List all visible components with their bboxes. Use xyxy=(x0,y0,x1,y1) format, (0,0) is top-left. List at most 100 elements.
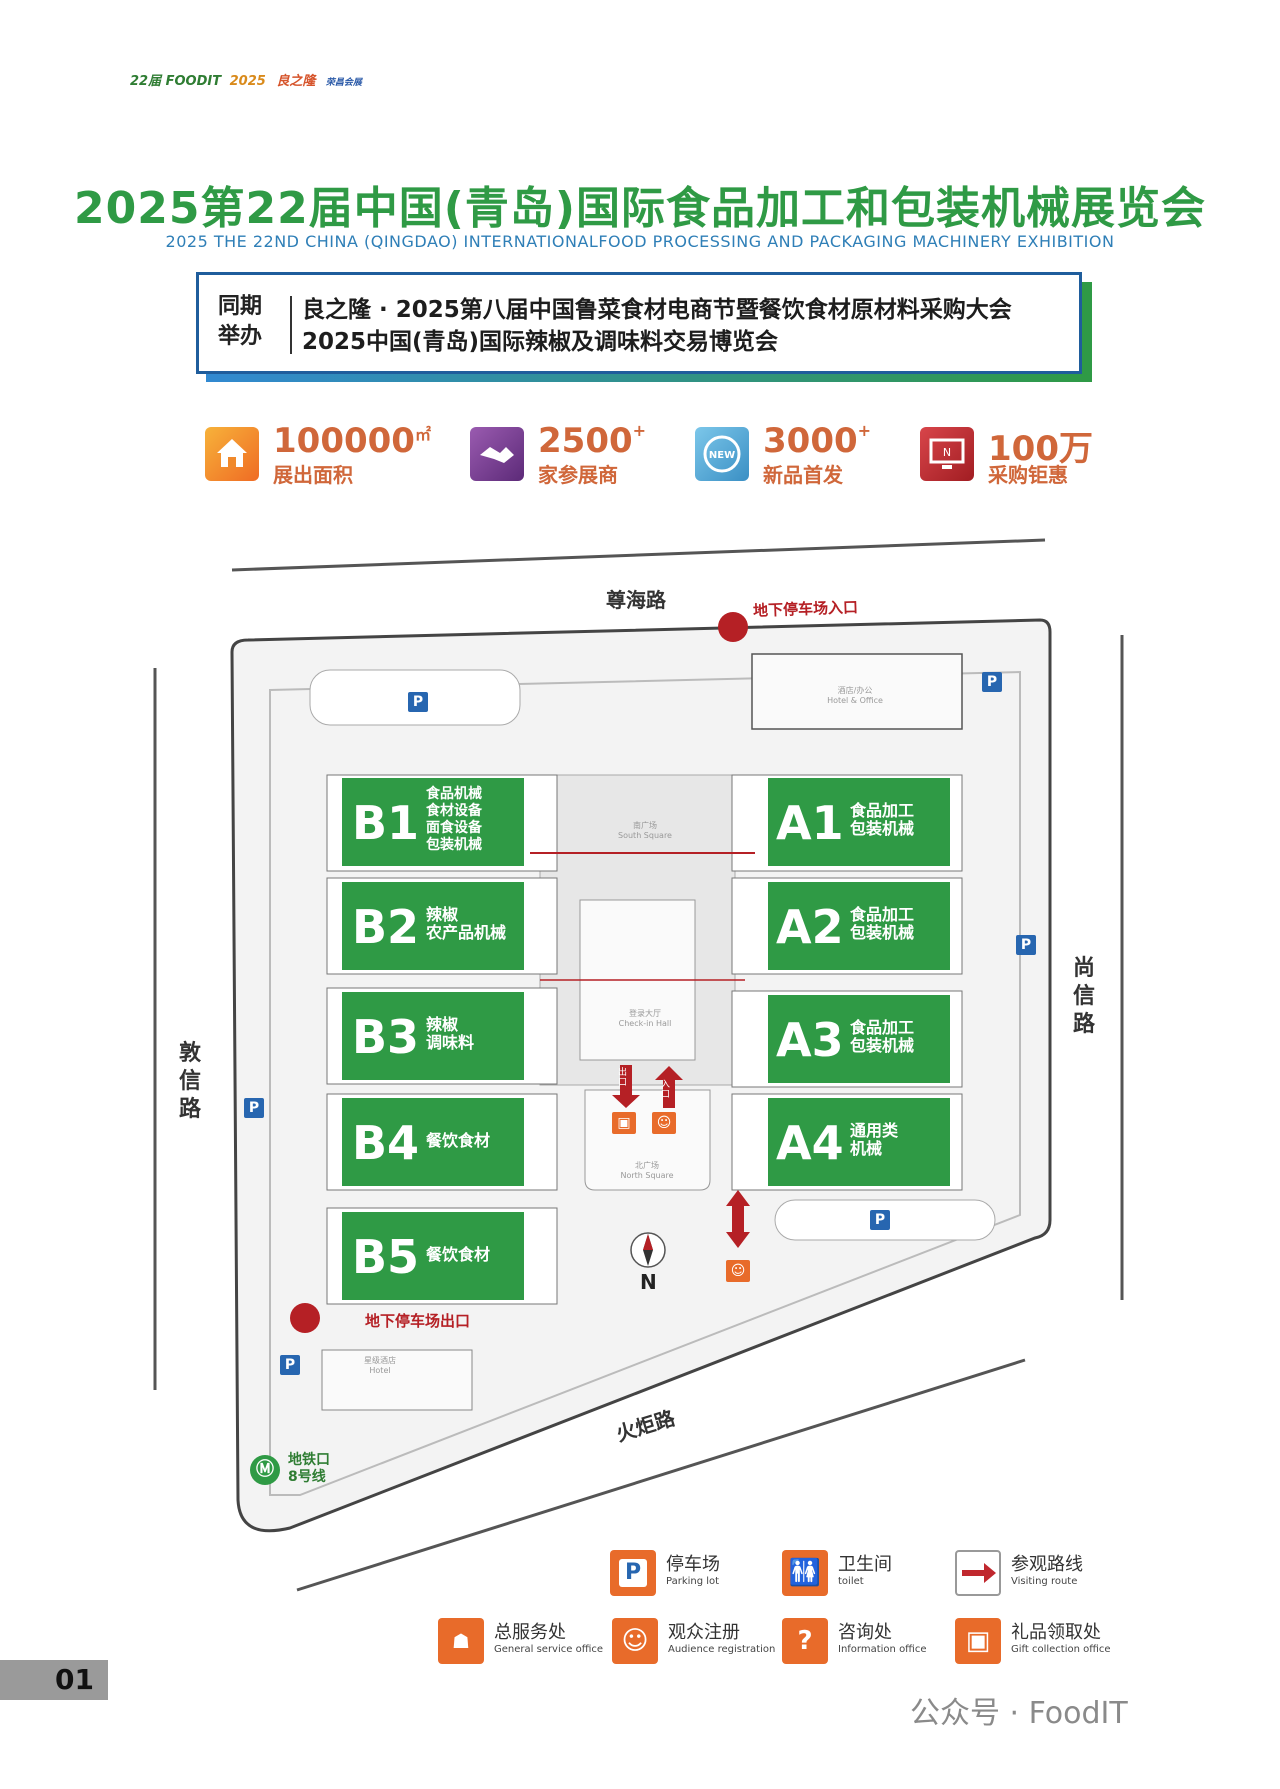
concurrent-box xyxy=(196,272,1082,374)
brand-partner2: 荣昌会展 xyxy=(325,78,362,88)
hall-a3-desc: 食品加工 包装机械 xyxy=(850,1019,914,1055)
stat-area-label: 展出面积 xyxy=(273,463,353,487)
hall-b1-desc-2: 食材设备 xyxy=(426,803,482,819)
parking-entrance-label: 地下停车场入口 xyxy=(752,598,859,620)
hall-b1-code: B1 xyxy=(352,796,420,850)
legend-registration-en: Audience registration xyxy=(668,1644,776,1655)
road-west: 敦信路 xyxy=(178,1041,201,1122)
hall-a2-desc-1: 食品加工 xyxy=(850,905,915,924)
hall-a4-desc: 通用类 机械 xyxy=(850,1122,898,1158)
legend-gift-cn: 礼品领取处 xyxy=(1011,1622,1101,1643)
star-hotel-en: Hotel xyxy=(369,1366,391,1375)
parking-icon: P xyxy=(870,1210,890,1230)
hall-b1-desc-3: 面食设备 xyxy=(426,820,482,836)
hall-b3-desc-1: 辣椒 xyxy=(426,1015,459,1034)
legend-toilet-en: toilet xyxy=(838,1576,864,1587)
parking-icon: P xyxy=(244,1098,264,1118)
hotel-office-label: 酒店/办公 Hotel & Office xyxy=(800,685,910,705)
legend-info-en: Information office xyxy=(838,1644,927,1655)
route-exit-label: 出口 xyxy=(618,1068,628,1088)
hall-a1[interactable]: A1 食品加工 包装机械 xyxy=(768,778,950,866)
registration-icon: ☺ xyxy=(652,1112,676,1134)
legend-service-en: General service office xyxy=(494,1644,604,1655)
hall-a2-desc: 食品加工 包装机械 xyxy=(850,906,914,942)
parking-exit-label: 地下停车场出口 xyxy=(365,1312,471,1330)
registration-icon: ☺ xyxy=(612,1618,658,1664)
hotel-office-en: Hotel & Office xyxy=(827,696,883,705)
checkin-hall-cn: 登录大厅 xyxy=(629,1009,661,1018)
metro-icon: Ⓜ xyxy=(250,1455,280,1485)
stat-exhibitors-label: 家参展商 xyxy=(538,463,618,487)
hall-b5-code: B5 xyxy=(352,1230,420,1284)
hall-a2-code: A2 xyxy=(776,900,844,954)
hall-a3-desc-1: 食品加工 xyxy=(850,1018,915,1037)
page-title: 2025第22届中国(青岛)国际食品加工和包装机械展览会 xyxy=(74,183,1206,234)
star-hotel-label: 星级酒店 Hotel xyxy=(345,1355,415,1375)
hall-b3-desc: 辣椒 调味料 xyxy=(426,1016,474,1052)
hall-a4[interactable]: A4 通用类 机械 xyxy=(768,1098,950,1186)
south-square-cn: 南广场 xyxy=(633,821,657,830)
stat-area-value: 100000 xyxy=(273,421,415,461)
hall-b3-code: B3 xyxy=(352,1010,420,1064)
north-square-label: 北广场 North Square xyxy=(612,1160,682,1180)
north-square-cn: 北广场 xyxy=(635,1161,659,1170)
hall-b5-desc: 餐饮食材 xyxy=(426,1245,491,1264)
hall-a3[interactable]: A3 食品加工 包装机械 xyxy=(768,995,950,1083)
hall-a3-code: A3 xyxy=(776,1013,844,1067)
concurrent-event-1: 良之隆 · 2025第八届中国鲁菜食材电商节暨餐饮食材原材料采购大会 xyxy=(302,297,1012,323)
watermark: 公众号 · FoodIT xyxy=(910,1696,1128,1731)
hall-a1-desc-1: 食品加工 xyxy=(850,801,915,820)
hall-b1-desc: 食品机械 食材设备 面食设备 包装机械 xyxy=(426,786,482,854)
hall-b2-desc-1: 辣椒 xyxy=(426,905,459,924)
stat-exhibitors-value: 2500 xyxy=(538,421,633,461)
page-number: 01 xyxy=(0,1660,108,1700)
legend-gift-en: Gift collection office xyxy=(1011,1644,1111,1655)
svg-text:NEW: NEW xyxy=(709,450,735,461)
checkin-hall-en: Check-in Hall xyxy=(618,1019,672,1028)
north-square-en: North Square xyxy=(620,1171,674,1180)
svg-text:N: N xyxy=(943,446,951,459)
hall-b1-desc-1: 食品机械 xyxy=(426,786,482,802)
hall-b4[interactable]: B4 餐饮食材 xyxy=(342,1098,524,1186)
brand-partner: 良之隆 xyxy=(276,74,316,89)
hall-a2-desc-2: 包装机械 xyxy=(850,923,915,942)
monitor-icon: N xyxy=(920,427,974,481)
hall-a4-code: A4 xyxy=(776,1116,844,1170)
parking-icon: P xyxy=(1016,935,1036,955)
hall-a4-desc-1: 通用类 xyxy=(850,1121,899,1140)
star-hotel-cn: 星级酒店 xyxy=(364,1356,396,1365)
legend-service-cn: 总服务处 xyxy=(494,1622,566,1643)
parking-icon: P xyxy=(408,692,428,712)
south-square-label: 南广场 South Square xyxy=(610,820,680,840)
gift-icon: ▣ xyxy=(612,1112,636,1134)
brand-foodit: 22届 FOODIT xyxy=(130,74,222,89)
hall-b1[interactable]: B1 食品机械 食材设备 面食设备 包装机械 xyxy=(342,778,524,866)
south-square-en: South Square xyxy=(618,831,672,840)
house-icon xyxy=(205,427,259,481)
hall-a1-code: A1 xyxy=(776,796,844,850)
hall-a1-desc: 食品加工 包装机械 xyxy=(850,802,914,838)
hall-b2[interactable]: B2 辣椒 农产品机械 xyxy=(342,882,524,970)
road-north: 尊海路 xyxy=(606,588,666,612)
hall-b5[interactable]: B5 餐饮食材 xyxy=(342,1212,524,1300)
hall-b2-desc: 辣椒 农产品机械 xyxy=(426,906,506,942)
checkin-hall-label: 登录大厅 Check-in Hall xyxy=(610,1008,680,1028)
stat-exhibitors-plus: + xyxy=(632,421,647,440)
stat-new-label: 新品首发 xyxy=(763,463,843,487)
hall-b3[interactable]: B3 辣椒 调味料 xyxy=(342,992,524,1080)
registration-icon: ☺ xyxy=(726,1260,750,1282)
legend-parking-cn: 停车场 xyxy=(666,1554,720,1575)
metro-label: 地铁口 8号线 xyxy=(288,1452,330,1486)
legend-parking-en: Parking lot xyxy=(666,1576,720,1587)
stat-new-value: 3000 xyxy=(763,421,858,461)
parking-icon: P xyxy=(280,1355,300,1375)
stat-new-plus: + xyxy=(857,421,872,440)
new-badge-icon: NEW xyxy=(695,427,749,481)
route-arrow-icon xyxy=(955,1550,1001,1596)
stat-discount-value: 100万 xyxy=(988,429,1093,469)
stat-discount-label: 采购钜惠 xyxy=(988,463,1068,487)
parking-icon: P xyxy=(610,1550,656,1596)
hall-b4-code: B4 xyxy=(352,1116,420,1170)
hall-a2[interactable]: A2 食品加工 包装机械 xyxy=(768,882,950,970)
